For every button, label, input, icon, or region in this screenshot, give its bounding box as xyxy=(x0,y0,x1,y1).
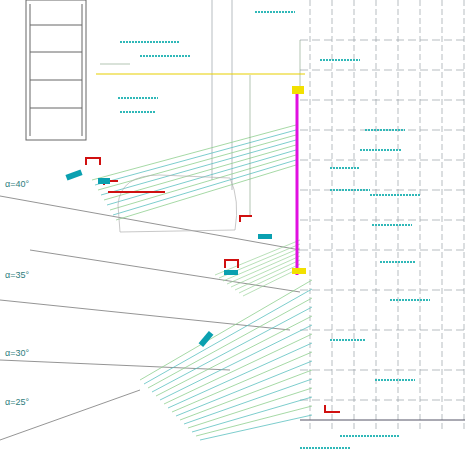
angle-label: α=35° xyxy=(4,271,30,281)
angle-label: α=25° xyxy=(4,398,30,408)
angle-label: α=30° xyxy=(4,349,30,359)
structure-grid xyxy=(212,0,465,430)
angle-label: α=40° xyxy=(4,180,30,190)
